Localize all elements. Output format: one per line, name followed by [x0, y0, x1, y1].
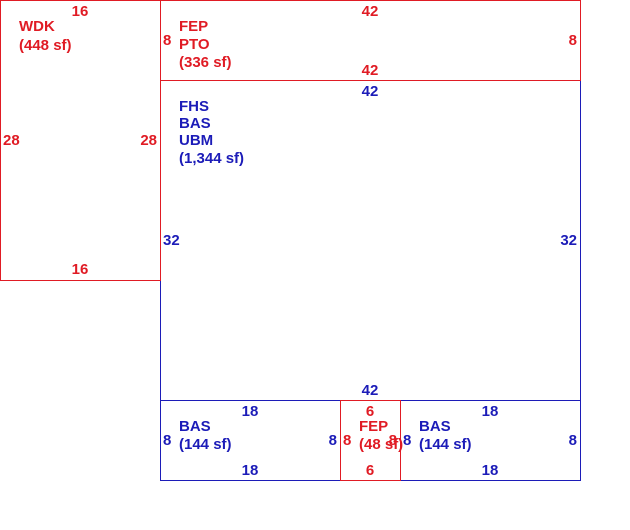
wdk-dim-left: 28 [3, 132, 20, 149]
main-area-label-line: FHS [179, 98, 209, 115]
main-area-label-line: (1,344 sf) [179, 150, 244, 167]
wdk-dim-top: 16 [72, 3, 89, 20]
fep-small-label-line: (48 sf) [359, 436, 403, 453]
bas-left-dim-bottom: 18 [242, 462, 259, 479]
bas-right-dim-top: 18 [482, 403, 499, 420]
wdk-label-line: (448 sf) [19, 37, 72, 54]
bas-right-dim-bottom: 18 [482, 462, 499, 479]
fep-pto-dim-top: 42 [362, 3, 379, 20]
fep-pto-dim-bottom: 42 [362, 62, 379, 79]
fep-small-label: FEP (48 sf) [359, 418, 403, 453]
bas-right-label-line: BAS [419, 418, 451, 435]
fep-small-label-line: FEP [359, 418, 388, 435]
wdk-dim-right: 28 [140, 132, 157, 149]
bas-left-label: BAS (144 sf) [179, 418, 232, 453]
main-dim-top: 42 [362, 83, 379, 100]
bas-left-label-line: (144 sf) [179, 436, 232, 453]
fep-pto-label-line: FEP [179, 18, 208, 35]
fep-pto-label-line: (336 sf) [179, 54, 232, 71]
main-dim-right: 32 [560, 232, 577, 249]
main-area-label-line: UBM [179, 132, 213, 149]
main-dim-left: 32 [163, 232, 180, 249]
fep-pto-dim-right: 8 [569, 32, 577, 49]
wdk-dim-bottom: 16 [72, 261, 89, 278]
fep-small-outline [340, 400, 401, 481]
fep-small-dim-right: 8 [389, 432, 397, 449]
fep-pto-outline [160, 0, 581, 81]
fep-small-dim-bottom: 6 [366, 462, 374, 479]
wdk-outline [0, 0, 161, 281]
fep-small-dim-left: 8 [343, 432, 351, 449]
bas-left-dim-top: 18 [242, 403, 259, 420]
main-area-label: FHS BAS UBM (1,344 sf) [179, 98, 244, 167]
fep-small-dim-top: 6 [366, 403, 374, 420]
bas-left-dim-right: 8 [329, 432, 337, 449]
main-area-label-line: BAS [179, 115, 211, 132]
bas-left-label-line: BAS [179, 418, 211, 435]
bas-right-dim-right: 8 [569, 432, 577, 449]
bas-right-dim-left: 8 [403, 432, 411, 449]
fep-pto-label: FEP PTO (336 sf) [179, 18, 232, 71]
bas-right-label: BAS (144 sf) [419, 418, 472, 453]
wdk-label-line: WDK [19, 18, 55, 35]
bas-right-label-line: (144 sf) [419, 436, 472, 453]
main-area-outline [160, 80, 581, 401]
wdk-label: WDK (448 sf) [19, 18, 72, 54]
bas-left-dim-left: 8 [163, 432, 171, 449]
fep-pto-dim-left: 8 [163, 32, 171, 49]
main-dim-bottom: 42 [362, 382, 379, 399]
fep-pto-label-line: PTO [179, 36, 210, 53]
